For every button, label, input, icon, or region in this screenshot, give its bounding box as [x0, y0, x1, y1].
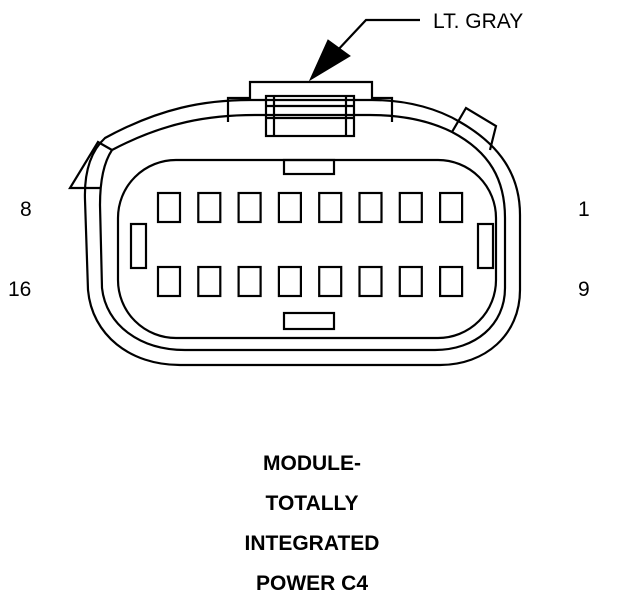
cavity-pin-6 — [237, 191, 262, 224]
cavity-pin-7 — [197, 191, 222, 224]
cavity-pin-4 — [318, 191, 343, 224]
cavity-pin-13 — [277, 265, 302, 298]
cavity-pin-1 — [439, 191, 464, 224]
pin-label-16: 16 — [8, 278, 31, 301]
cavity-pin-2 — [398, 191, 423, 224]
cavity-pin-8 — [156, 191, 182, 224]
title-line-1: MODULE- — [263, 452, 361, 475]
left-guide-slot — [129, 222, 148, 270]
cavity-pin-10 — [398, 265, 423, 298]
cavity-pin-11 — [358, 265, 383, 298]
cavity-row-top — [156, 191, 464, 224]
callout-arrowhead — [308, 39, 351, 82]
connector-outer-shell — [83, 98, 522, 367]
cavity-pin-12 — [318, 265, 343, 298]
title-line-3: INTEGRATED — [244, 532, 380, 555]
cavity-pin-15 — [197, 265, 222, 298]
title-line-2: TOTALLY — [265, 492, 359, 515]
cavity-pin-14 — [237, 265, 262, 298]
pin-label-9: 9 — [578, 278, 590, 301]
pin-label-1: 1 — [578, 198, 590, 221]
cavity-face — [116, 158, 498, 340]
callout-leader — [335, 18, 420, 53]
top-key-slot — [282, 158, 336, 176]
callout-label: LT. GRAY — [433, 10, 523, 33]
top-boss-inner — [264, 94, 356, 138]
cavity-row-bottom — [156, 265, 464, 298]
connector-middle-shell — [98, 113, 507, 352]
top-boss — [226, 80, 394, 122]
cavity-pin-5 — [277, 191, 302, 224]
cavity-pin-16 — [156, 265, 182, 298]
right-latch-tab — [451, 106, 498, 151]
pin-label-8: 8 — [20, 198, 32, 221]
cavity-pin-9 — [439, 265, 464, 298]
cavity-pin-3 — [358, 191, 383, 224]
bottom-key-slot — [282, 311, 336, 331]
left-latch-tab — [68, 140, 113, 190]
title-line-4: POWER C4 — [255, 572, 368, 595]
right-guide-slot — [476, 222, 495, 270]
